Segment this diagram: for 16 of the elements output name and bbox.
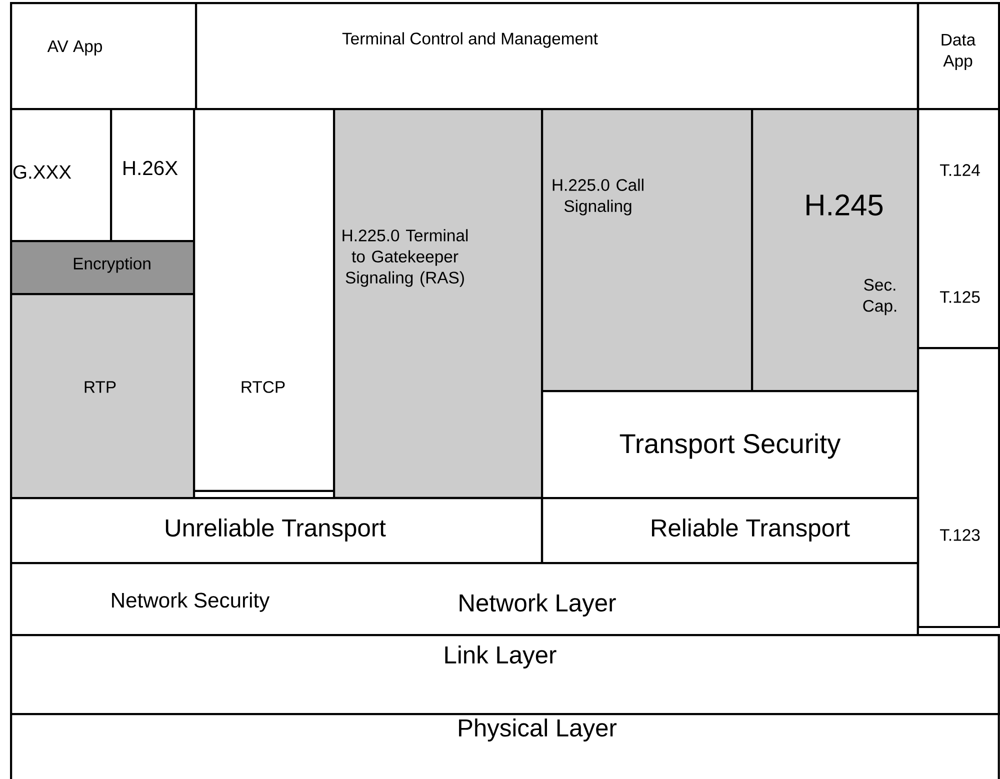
layer-box: Reliable Transport [541, 497, 920, 564]
application-box: AV App [10, 2, 198, 110]
protocol-box: T.123 [917, 347, 1000, 628]
protocol-box: H.225.0 Terminal to Gatekeeper Signaling (RAS) [333, 108, 544, 500]
protocol-box: Encryption [10, 240, 196, 296]
application-box: Data App [917, 2, 1000, 110]
codec-box: H.26X [110, 108, 196, 242]
protocol-box: H.245 Sec. Cap. [751, 108, 920, 392]
layer-box: Transport Security [541, 390, 920, 500]
protocol-box: H.225.0 Call Signaling [541, 108, 754, 392]
codec-box: G.XXX [10, 108, 112, 242]
layer-box: Physical Layer [10, 713, 1000, 779]
layer-box: Link Layer [10, 634, 1000, 716]
layer-box: Unreliable Transport [10, 497, 544, 564]
protocol-box: T.124 T.125 [917, 108, 1000, 350]
protocol-box: RTP [10, 293, 196, 500]
